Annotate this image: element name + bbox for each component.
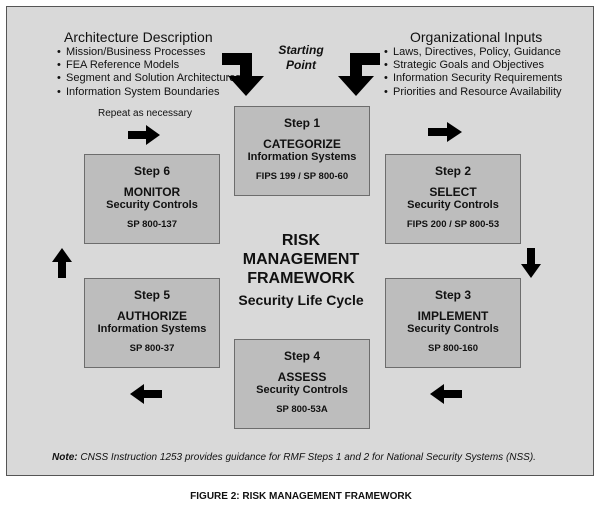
architecture-description-list: Mission/Business Processes FEA Reference… — [57, 46, 241, 99]
repeat-label: Repeat as necessary — [98, 108, 192, 119]
step-action: MONITOR — [123, 185, 181, 199]
arrow-right-icon — [428, 122, 462, 142]
step-object: Information Systems — [97, 323, 207, 335]
center-subtitle: Security Life Cycle — [238, 292, 364, 308]
step-number: Step 2 — [434, 164, 471, 178]
start-arrow-right-icon — [338, 53, 380, 96]
step-number: Step 3 — [434, 288, 471, 302]
step-standard: SP 800-160 — [427, 343, 478, 354]
step-number: Step 5 — [133, 288, 170, 302]
step-standard: FIPS 200 / SP 800-53 — [406, 219, 500, 230]
center-title: RISK MANAGEMENT FRAMEWORK — [208, 231, 394, 288]
step-6-box: Step 6 MONITOR Security Controls SP 800-… — [84, 154, 220, 244]
list-item: Strategic Goals and Objectives — [384, 59, 562, 72]
step-object: Security Controls — [407, 199, 499, 211]
list-item: Information Security Requirements — [384, 72, 562, 85]
arrow-up-icon — [52, 248, 72, 278]
center-title-line1: RISK — [281, 232, 321, 249]
list-item: FEA Reference Models — [57, 59, 241, 72]
figure-caption: FIGURE 2: RISK MANAGEMENT FRAMEWORK — [190, 491, 412, 502]
note-text: Note: CNSS Instruction 1253 provides gui… — [14, 452, 574, 463]
step-action: IMPLEMENT — [417, 309, 489, 323]
center-title-line3: FRAMEWORK — [247, 270, 355, 287]
step-action: ASSESS — [277, 370, 327, 384]
step-number: Step 4 — [283, 349, 320, 363]
step-1-box: Step 1 CATEGORIZE Information Systems FI… — [234, 106, 370, 196]
starting-point-line1: Starting — [278, 43, 324, 57]
list-item: Priorities and Resource Availability — [384, 86, 562, 99]
starting-point-label: Starting Point — [271, 43, 331, 73]
step-action: SELECT — [429, 185, 477, 199]
step-object: Security Controls — [106, 199, 198, 211]
architecture-description-title: Architecture Description — [64, 29, 213, 45]
list-item: Mission/Business Processes — [57, 46, 241, 59]
note-label: Note: — [52, 452, 78, 463]
step-object: Security Controls — [256, 384, 348, 396]
step-number: Step 1 — [283, 116, 320, 130]
step-number: Step 6 — [133, 164, 170, 178]
note-body: CNSS Instruction 1253 provides guidance … — [77, 452, 536, 463]
step-action: CATEGORIZE — [263, 137, 341, 151]
list-item: Information System Boundaries — [57, 86, 241, 99]
step-object: Security Controls — [407, 323, 499, 335]
step-object: Information Systems — [247, 151, 357, 163]
step-5-box: Step 5 AUTHORIZE Information Systems SP … — [84, 278, 220, 368]
step-action: AUTHORIZE — [117, 309, 187, 323]
start-arrow-left-icon — [222, 53, 264, 96]
arrow-right-icon — [128, 125, 160, 145]
step-3-box: Step 3 IMPLEMENT Security Controls SP 80… — [385, 278, 521, 368]
center-title-line2: MANAGEMENT — [242, 251, 360, 268]
step-standard: FIPS 199 / SP 800-60 — [255, 171, 349, 182]
organizational-inputs-list: Laws, Directives, Policy, Guidance Strat… — [384, 46, 562, 99]
list-item: Laws, Directives, Policy, Guidance — [384, 46, 562, 59]
step-standard: SP 800-37 — [129, 343, 175, 354]
starting-point-line2: Point — [286, 58, 316, 72]
step-4-box: Step 4 ASSESS Security Controls SP 800-5… — [234, 339, 370, 429]
arrow-down-icon — [521, 248, 541, 278]
step-2-box: Step 2 SELECT Security Controls FIPS 200… — [385, 154, 521, 244]
step-standard: SP 800-53A — [276, 404, 328, 415]
step-standard: SP 800-137 — [126, 219, 177, 230]
arrow-left-icon — [430, 384, 462, 404]
list-item: Segment and Solution Architectures — [57, 72, 241, 85]
arrow-left-icon — [130, 384, 162, 404]
organizational-inputs-title: Organizational Inputs — [410, 29, 543, 45]
